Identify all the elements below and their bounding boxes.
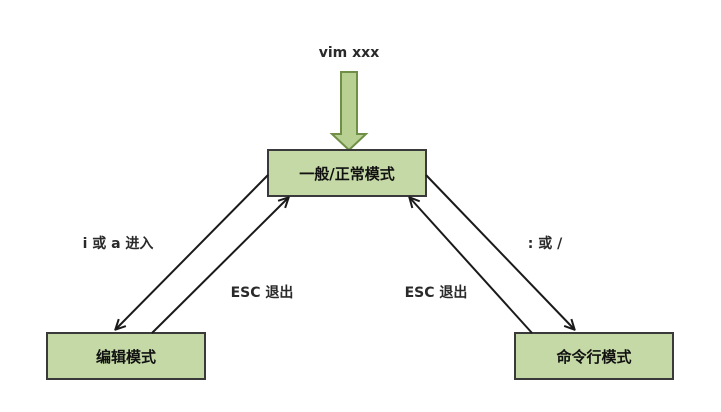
edit-mode-label: 编辑模式 xyxy=(96,348,156,366)
edge-normal-to-edit xyxy=(116,174,269,329)
command-mode-box xyxy=(514,332,674,380)
edge-label-enter-insert: i 或 a 进入 xyxy=(83,235,154,252)
normal-mode-label: 一般/正常模式 xyxy=(299,165,394,183)
edge-normal-to-command xyxy=(425,174,574,329)
normal-mode-box xyxy=(267,149,427,197)
normal-mode-node: 一般/正常模式 xyxy=(267,149,427,197)
edge-label-enter-command: : 或 / xyxy=(528,235,563,252)
edge-edit-to-normal xyxy=(151,198,288,334)
command-mode-node: 命令行模式 xyxy=(514,332,674,380)
entry-command-label: vim xxx xyxy=(319,45,379,61)
edit-mode-box xyxy=(46,332,206,380)
edge-command-to-normal xyxy=(410,198,533,334)
edge-label-esc-from-edit: ESC 退出 xyxy=(231,284,294,301)
command-mode-label: 命令行模式 xyxy=(555,348,631,366)
entry-down-arrow-icon xyxy=(329,71,369,152)
edge-label-esc-from-command: ESC 退出 xyxy=(405,284,468,301)
edit-mode-node: 编辑模式 xyxy=(46,332,206,380)
